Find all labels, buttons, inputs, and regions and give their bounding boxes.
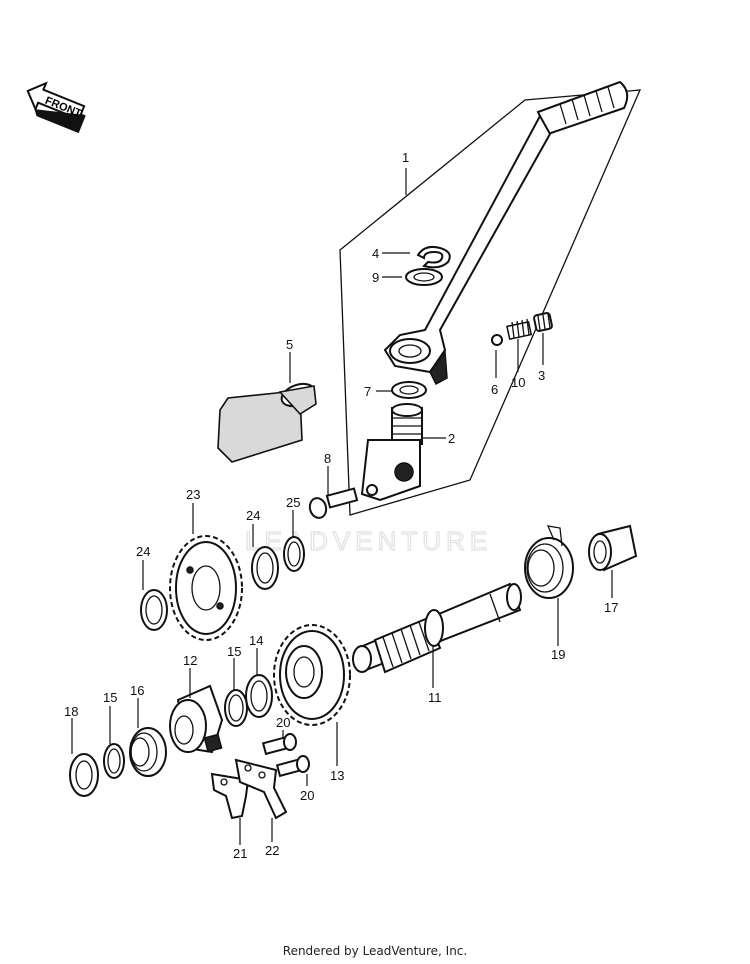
assembly-outline (339, 89, 642, 516)
o-ring (391, 381, 427, 399)
bolt-upper (261, 733, 297, 756)
callout-18: 18 (64, 704, 78, 719)
callout-17: 17 (604, 600, 618, 615)
callout-14: 14 (249, 633, 263, 648)
spring-guide-collar (588, 524, 638, 572)
leader-lines (71, 168, 613, 845)
callout-labels: 1 2 3 4 5 6 7 8 9 10 11 12 13 14 15 15 1… (64, 150, 618, 861)
kick-gear-circlip (224, 689, 248, 727)
kick-shaft-boss (360, 403, 423, 502)
callout-24-left: 24 (136, 544, 150, 559)
ratchet-circlip (103, 743, 125, 779)
pinch-bolt (308, 487, 359, 519)
ratchet (169, 684, 224, 754)
callout-16: 16 (130, 683, 144, 698)
detent-ball (491, 334, 503, 346)
idler-gear (169, 535, 243, 641)
circlip (416, 245, 451, 269)
callout-9: 9 (372, 270, 379, 285)
callout-7: 7 (364, 384, 371, 399)
callout-5: 5 (286, 337, 293, 352)
callout-11: 11 (428, 690, 442, 705)
callout-8: 8 (324, 451, 331, 466)
callout-1: 1 (402, 150, 409, 165)
callout-15-left: 15 (103, 690, 117, 705)
gear-washer-left (140, 589, 168, 631)
callout-20-upper: 20 (276, 715, 290, 730)
callout-12: 12 (183, 653, 197, 668)
callout-25: 25 (286, 495, 300, 510)
guide-plate-b (234, 758, 288, 820)
kick-gear-washer (245, 674, 273, 718)
plug-bolt (533, 312, 553, 332)
gear-circlip (283, 536, 305, 572)
callout-6: 6 (491, 382, 498, 397)
callout-10: 10 (511, 375, 525, 390)
kick-pedal-lever (383, 80, 629, 386)
callout-22: 22 (265, 843, 279, 858)
callout-4: 4 (372, 246, 379, 261)
bolt-lower (275, 755, 310, 778)
torsion-spring (524, 525, 574, 599)
gear-washer-right (251, 546, 279, 590)
footer-credit: Rendered by LeadVenture, Inc. (282, 944, 468, 958)
front-arrow-badge: FRONT (26, 81, 86, 134)
ratchet-spring (129, 727, 167, 777)
callout-20-lower: 20 (300, 788, 314, 803)
callout-19: 19 (551, 647, 565, 662)
callout-21: 21 (233, 846, 247, 861)
callout-3: 3 (538, 368, 545, 383)
pedal-rubber-cover (217, 382, 317, 463)
kick-shaft (352, 582, 522, 674)
callout-15-right: 15 (227, 644, 241, 659)
callout-23: 23 (186, 487, 200, 502)
end-washer (69, 753, 99, 797)
callout-2: 2 (448, 431, 455, 446)
callout-24-right: 24 (246, 508, 260, 523)
watermark: LEADVENTURE (245, 526, 492, 556)
kick-gear (273, 624, 351, 726)
callout-13: 13 (330, 768, 344, 783)
detent-spring (506, 318, 533, 341)
washer (405, 268, 443, 286)
